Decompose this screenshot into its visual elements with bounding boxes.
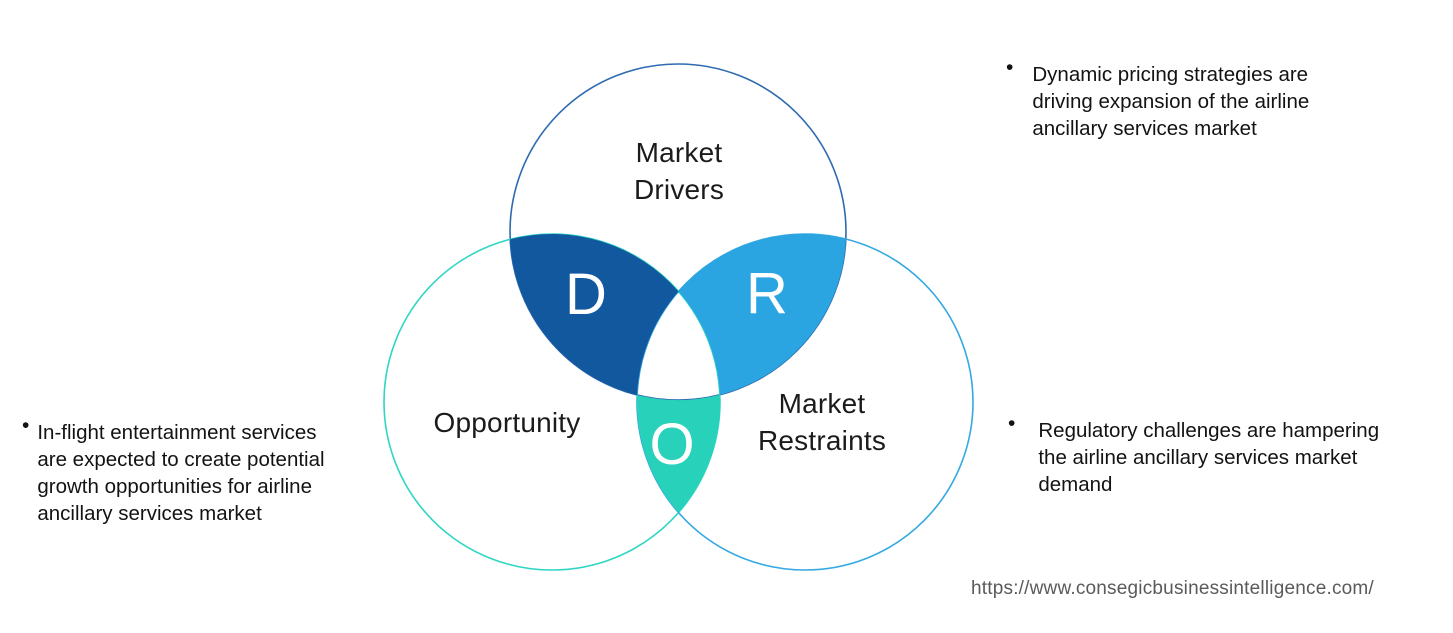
drivers-note-text: Dynamic pricing strategies are driving e… (1032, 63, 1310, 140)
drivers-note: • Dynamic pricing strategies are driving… (1006, 56, 1310, 142)
restraints-circle-label: Market Restraints (757, 388, 887, 456)
restraints-note: • Regulatory challenges are hampering th… (1008, 412, 1380, 498)
drivers-circle-label: Market Drivers (633, 137, 725, 205)
opportunity-restraints-overlap (636, 394, 721, 513)
bullet-icon: • (22, 414, 30, 437)
source-url: https://www.consegicbusinessintelligence… (971, 578, 1374, 599)
drivers-restraints-overlap (678, 233, 846, 395)
opportunity-circle-label: Opportunity (433, 407, 581, 438)
opportunity-overlap-letter: O (649, 412, 695, 477)
drivers-circle-outline (509, 63, 847, 401)
drivers-overlap-letter: D (565, 262, 607, 327)
restraints-note-text: Regulatory challenges are hampering the … (1038, 419, 1380, 496)
bullet-icon: • (1008, 412, 1016, 435)
opportunity-note: • In-flight entertainment services are e… (22, 414, 325, 527)
bullet-icon: • (1006, 56, 1014, 79)
opportunity-note-text: In-flight entertainment services are exp… (37, 421, 325, 525)
drivers-opportunity-overlap (510, 234, 679, 395)
restraints-overlap-letter: R (746, 261, 788, 326)
